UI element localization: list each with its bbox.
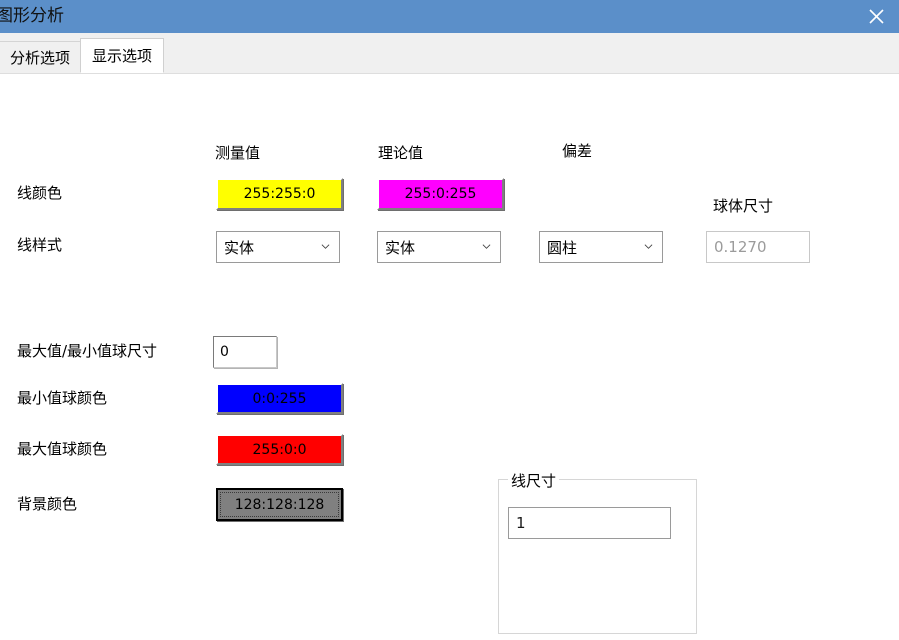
chevron-down-icon: [321, 242, 330, 251]
swatch-value: 255:0:0: [252, 441, 307, 458]
label-line-style: 线样式: [17, 236, 63, 254]
tab-analysis-options[interactable]: 分析选项: [0, 41, 82, 73]
line-style-theoretical-dropdown[interactable]: 实体: [377, 231, 501, 263]
tab-strip: 分析选项 显示选项: [0, 33, 899, 74]
line-style-deviation-dropdown[interactable]: 圆柱: [539, 231, 663, 263]
swatch-value: 128:128:128: [234, 496, 325, 513]
label-min-sphere-color: 最小值球颜色: [17, 389, 108, 407]
sphere-size-input[interactable]: 0.1270: [706, 231, 810, 263]
swatch-value: 255:0:255: [404, 186, 477, 202]
line-size-input[interactable]: 1: [508, 507, 671, 539]
minmax-sphere-size-input[interactable]: 0: [213, 336, 277, 368]
line-color-theoretical-swatch-button[interactable]: 255:0:255: [377, 178, 504, 210]
background-color-swatch-button[interactable]: 128:128:128: [216, 488, 343, 521]
display-options-panel: 测量值 理论值 偏差 线颜色 255:255:0 255:0:255 球体尺寸 …: [0, 74, 899, 640]
max-sphere-color-swatch-button[interactable]: 255:0:0: [216, 434, 343, 465]
column-header-theoretical: 理论值: [378, 144, 424, 162]
dropdown-value: 圆柱: [547, 238, 578, 257]
line-size-groupbox: 线尺寸 1: [498, 470, 697, 634]
window-title: 图形分析: [0, 6, 64, 26]
line-style-measured-dropdown[interactable]: 实体: [216, 231, 340, 263]
label-sphere-size: 球体尺寸: [713, 197, 774, 215]
title-bar: 图形分析: [0, 0, 899, 33]
line-size-group-title: 线尺寸: [508, 470, 560, 491]
tab-label: 分析选项: [9, 49, 70, 67]
dropdown-value: 实体: [385, 238, 416, 257]
min-sphere-color-swatch-button[interactable]: 0:0:255: [216, 383, 343, 414]
swatch-value: 255:255:0: [243, 186, 316, 202]
label-background-color: 背景颜色: [17, 495, 78, 513]
chevron-down-icon: [644, 242, 653, 251]
close-icon[interactable]: [853, 0, 899, 33]
column-header-deviation: 偏差: [562, 142, 593, 160]
tab-display-options[interactable]: 显示选项: [80, 38, 164, 73]
swatch-value: 0:0:255: [252, 390, 307, 407]
label-minmax-sphere-size: 最大值/最小值球尺寸: [17, 342, 158, 360]
column-header-measured: 测量值: [215, 144, 261, 162]
line-color-measured-swatch-button[interactable]: 255:255:0: [216, 178, 343, 210]
label-max-sphere-color: 最大值球颜色: [17, 440, 108, 458]
dropdown-value: 实体: [224, 238, 255, 257]
label-line-color: 线颜色: [17, 184, 63, 202]
chevron-down-icon: [482, 242, 491, 251]
tab-label: 显示选项: [91, 47, 152, 65]
